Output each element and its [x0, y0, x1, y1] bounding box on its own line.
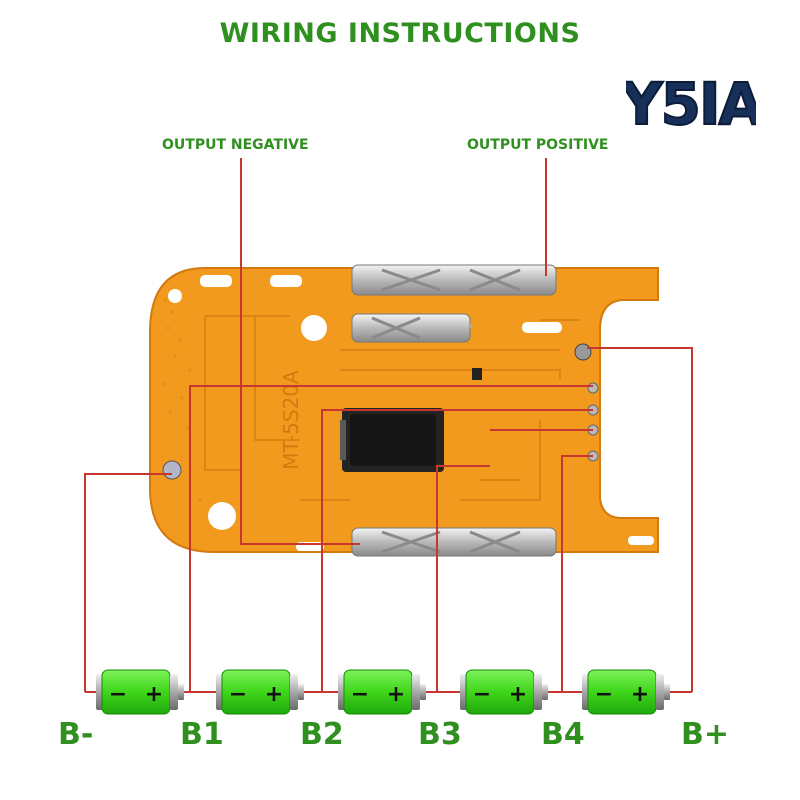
node-label-b-minus: B-: [58, 717, 94, 752]
battery-minus: −: [229, 682, 247, 707]
node-label-b3: B3: [418, 717, 462, 752]
node-label-b2: B2: [300, 717, 344, 752]
battery: − +: [338, 669, 426, 715]
b3-wire: [436, 465, 490, 692]
svg-text:Y5IA: Y5IA: [626, 70, 756, 138]
b-minus-wire: [84, 473, 172, 692]
mounting-hole: [208, 502, 236, 530]
power-component: [340, 408, 444, 472]
wiring: [84, 158, 693, 693]
battery-pack: − + − + − + − +: [96, 669, 670, 715]
output-positive-label: OUTPUT POSITIVE: [467, 137, 609, 153]
battery-plus: +: [631, 682, 649, 707]
node-label-b1: B1: [180, 717, 224, 752]
b4-wire: [561, 455, 593, 692]
battery-minus: −: [473, 682, 491, 707]
battery-plus: +: [265, 682, 283, 707]
battery-plus: +: [387, 682, 405, 707]
diagram-title: WIRING INSTRUCTIONS: [219, 18, 581, 49]
battery-minus: −: [595, 682, 613, 707]
mounting-hole: [168, 289, 182, 303]
battery: − +: [582, 669, 670, 715]
battery: − +: [216, 669, 304, 715]
output-negative-wire: [240, 158, 360, 545]
battery: − +: [460, 669, 548, 715]
b-plus-pad: [574, 343, 592, 361]
node-label-b4: B4: [541, 717, 585, 752]
b1-wire: [189, 385, 593, 692]
output-negative-label: OUTPUT NEGATIVE: [162, 137, 309, 153]
battery-minus: −: [109, 682, 127, 707]
battery: − +: [96, 669, 184, 715]
b2-wire: [321, 409, 593, 692]
battery-plus: +: [509, 682, 527, 707]
brand-logo: Y5IA: [626, 69, 756, 139]
node-label-b-plus: B+: [681, 717, 730, 752]
output-negative-terminal: [351, 527, 557, 557]
output-positive-terminal: [351, 264, 557, 296]
battery-plus: +: [145, 682, 163, 707]
battery-minus: −: [351, 682, 369, 707]
b-minus-pad: [162, 460, 182, 480]
mounting-hole: [301, 315, 327, 341]
board-marking: MT-5S20A: [279, 370, 303, 470]
b-plus-wire: [587, 347, 693, 692]
middle-contact: [351, 313, 471, 343]
